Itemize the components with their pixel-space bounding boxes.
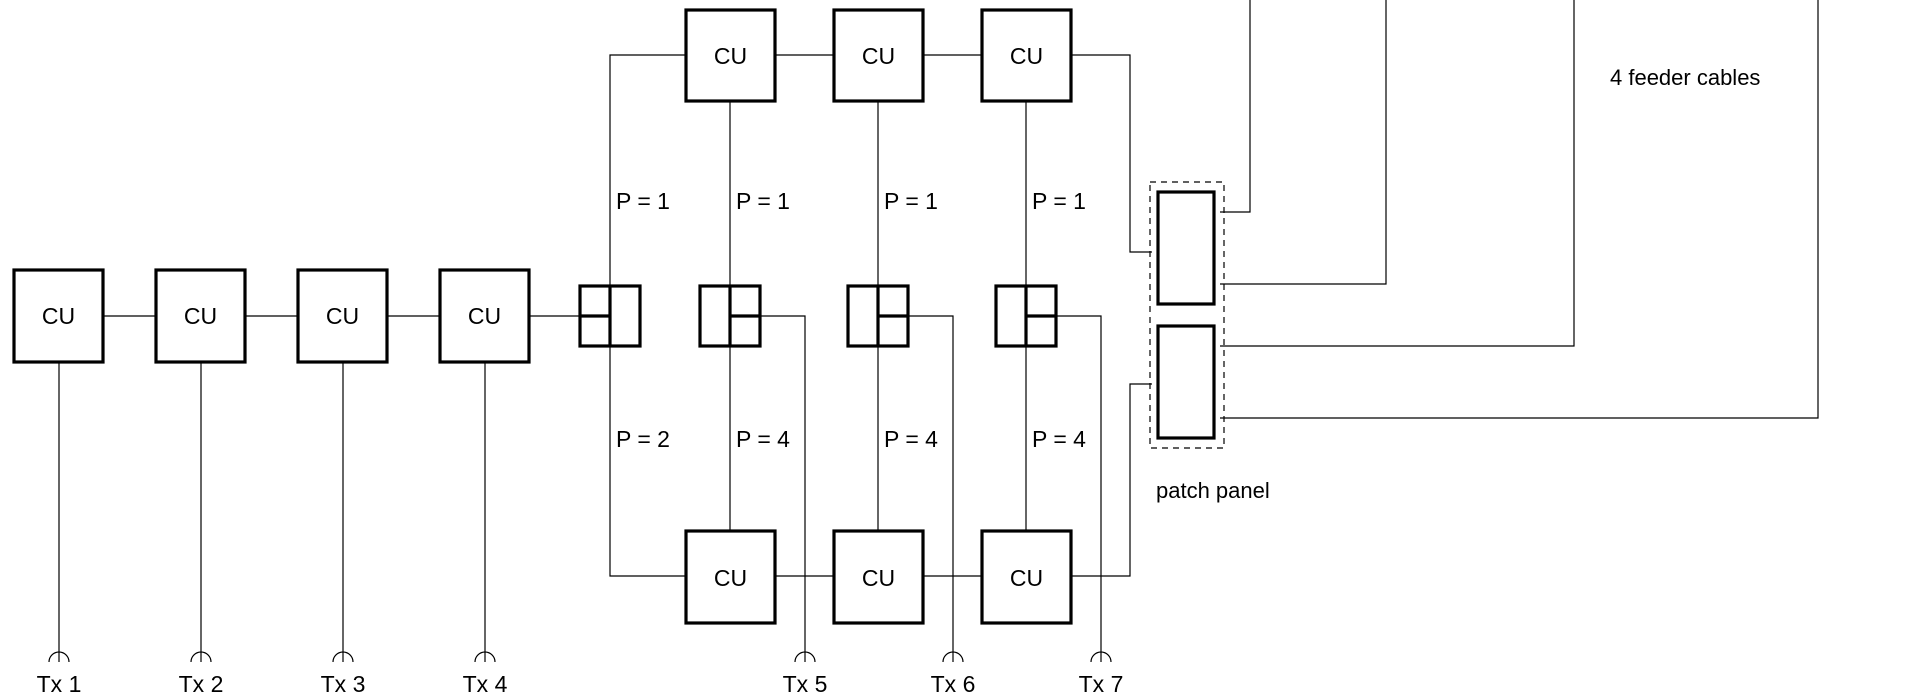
patch-panel-port-upper bbox=[1156, 190, 1216, 306]
cu-top-2: CU bbox=[832, 8, 925, 103]
path-label-top-3: P = 1 bbox=[884, 188, 938, 214]
cu-label: CU bbox=[862, 43, 895, 69]
cu-bottom-1: CU bbox=[684, 529, 777, 625]
splitter-3 bbox=[846, 284, 910, 348]
cu-label: CU bbox=[468, 303, 501, 329]
splitter-4 bbox=[994, 284, 1058, 348]
cu-label: CU bbox=[714, 43, 747, 69]
cu-bottom-3: CU bbox=[980, 529, 1073, 625]
path-label-bottom-3: P = 4 bbox=[884, 426, 938, 452]
tx-label-6: Tx 6 bbox=[931, 671, 976, 696]
patch-panel-frame bbox=[1149, 181, 1225, 449]
cu-label: CU bbox=[184, 303, 217, 329]
tx-label-3: Tx 3 bbox=[321, 671, 366, 696]
tx-label-1: Tx 1 bbox=[37, 671, 82, 696]
cu-label: CU bbox=[326, 303, 359, 329]
splitter-1 bbox=[578, 284, 642, 348]
cu-label: CU bbox=[1010, 43, 1043, 69]
path-label-bottom-1: P = 2 bbox=[616, 426, 670, 452]
cu-top-1: CU bbox=[684, 8, 777, 103]
cu-3: CU bbox=[296, 268, 389, 364]
cu-label: CU bbox=[42, 303, 75, 329]
antenna-icon bbox=[48, 651, 1112, 663]
cu-top-3: CU bbox=[980, 8, 1073, 103]
feeder-cables-label: 4 feeder cables bbox=[1610, 65, 1760, 90]
cu-2: CU bbox=[154, 268, 247, 364]
splitter-2 bbox=[698, 284, 762, 348]
cu-bottom-2: CU bbox=[832, 529, 925, 625]
cu-4: CU bbox=[438, 268, 531, 364]
path-label-top-1: P = 1 bbox=[616, 188, 670, 214]
tx-label-2: Tx 2 bbox=[179, 671, 224, 696]
cu-label: CU bbox=[1010, 565, 1043, 591]
tx-label-7: Tx 7 bbox=[1079, 671, 1124, 696]
tx-label-5: Tx 5 bbox=[783, 671, 828, 696]
path-label-bottom-4: P = 4 bbox=[1032, 426, 1086, 452]
cu-label: CU bbox=[714, 565, 747, 591]
cu-label: CU bbox=[862, 565, 895, 591]
path-label-bottom-2: P = 4 bbox=[736, 426, 790, 452]
patch-panel-port-lower bbox=[1156, 324, 1216, 440]
path-label-top-2: P = 1 bbox=[736, 188, 790, 214]
patch-panel-label: patch panel bbox=[1156, 478, 1270, 503]
path-label-top-4: P = 1 bbox=[1032, 188, 1086, 214]
cu-1: CU bbox=[12, 268, 105, 364]
patch-panel bbox=[1149, 181, 1225, 449]
tx-label-4: Tx 4 bbox=[463, 671, 508, 696]
